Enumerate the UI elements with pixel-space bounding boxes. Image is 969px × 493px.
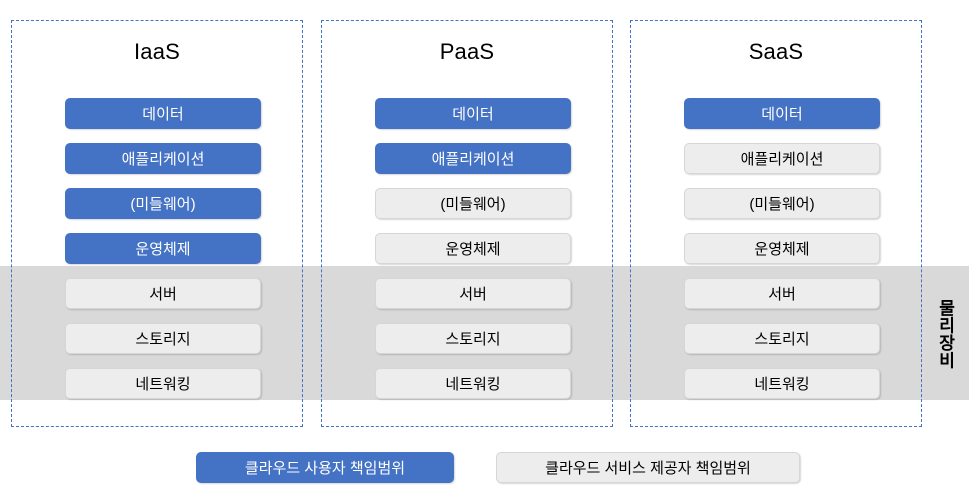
- layer-paas-middleware[interactable]: (미들웨어): [375, 188, 571, 219]
- layer-stack-saas: 데이터 애플리케이션 (미들웨어) 운영체제 서버 스토리지 네트워킹: [684, 98, 880, 399]
- layer-stack-paas: 데이터 애플리케이션 (미들웨어) 운영체제 서버 스토리지 네트워킹: [375, 98, 571, 399]
- layer-saas-server[interactable]: 서버: [684, 278, 880, 309]
- layer-paas-data[interactable]: 데이터: [375, 98, 571, 129]
- layer-saas-os[interactable]: 운영체제: [684, 233, 880, 264]
- layer-iaas-data[interactable]: 데이터: [65, 98, 261, 129]
- layer-paas-networking[interactable]: 네트워킹: [375, 368, 571, 399]
- column-title-saas: SaaS: [748, 39, 804, 64]
- layer-paas-application[interactable]: 애플리케이션: [375, 143, 571, 174]
- legend: 클라우드 사용자 책임범위 클라우드 서비스 제공자 책임범위: [0, 452, 969, 486]
- legend-user-responsibility: 클라우드 사용자 책임범위: [196, 452, 454, 483]
- column-title-paas: PaaS: [439, 39, 495, 64]
- layer-iaas-server[interactable]: 서버: [65, 278, 261, 309]
- column-saas: SaaS 데이터 애플리케이션 (미들웨어) 운영체제 서버 스토리지 네트워킹: [630, 20, 922, 427]
- layer-iaas-os[interactable]: 운영체제: [65, 233, 261, 264]
- layer-iaas-application[interactable]: 애플리케이션: [65, 143, 261, 174]
- layer-saas-storage[interactable]: 스토리지: [684, 323, 880, 354]
- layer-paas-server[interactable]: 서버: [375, 278, 571, 309]
- layer-saas-application[interactable]: 애플리케이션: [684, 143, 880, 174]
- legend-provider-responsibility: 클라우드 서비스 제공자 책임범위: [496, 452, 800, 483]
- column-paas: PaaS 데이터 애플리케이션 (미들웨어) 운영체제 서버 스토리지 네트워킹: [321, 20, 613, 427]
- layer-paas-os[interactable]: 운영체제: [375, 233, 571, 264]
- layer-saas-data[interactable]: 데이터: [684, 98, 880, 129]
- layer-iaas-networking[interactable]: 네트워킹: [65, 368, 261, 399]
- layer-iaas-middleware[interactable]: (미들웨어): [65, 188, 261, 219]
- layer-stack-iaas: 데이터 애플리케이션 (미들웨어) 운영체제 서버 스토리지 네트워킹: [65, 98, 261, 399]
- layer-paas-storage[interactable]: 스토리지: [375, 323, 571, 354]
- layer-saas-networking[interactable]: 네트워킹: [684, 368, 880, 399]
- layer-iaas-storage[interactable]: 스토리지: [65, 323, 261, 354]
- physical-equipment-label: 물리장비: [935, 299, 955, 369]
- column-title-iaas: IaaS: [133, 39, 181, 64]
- column-iaas: IaaS 데이터 애플리케이션 (미들웨어) 운영체제 서버 스토리지 네트워킹: [11, 20, 303, 427]
- layer-saas-middleware[interactable]: (미들웨어): [684, 188, 880, 219]
